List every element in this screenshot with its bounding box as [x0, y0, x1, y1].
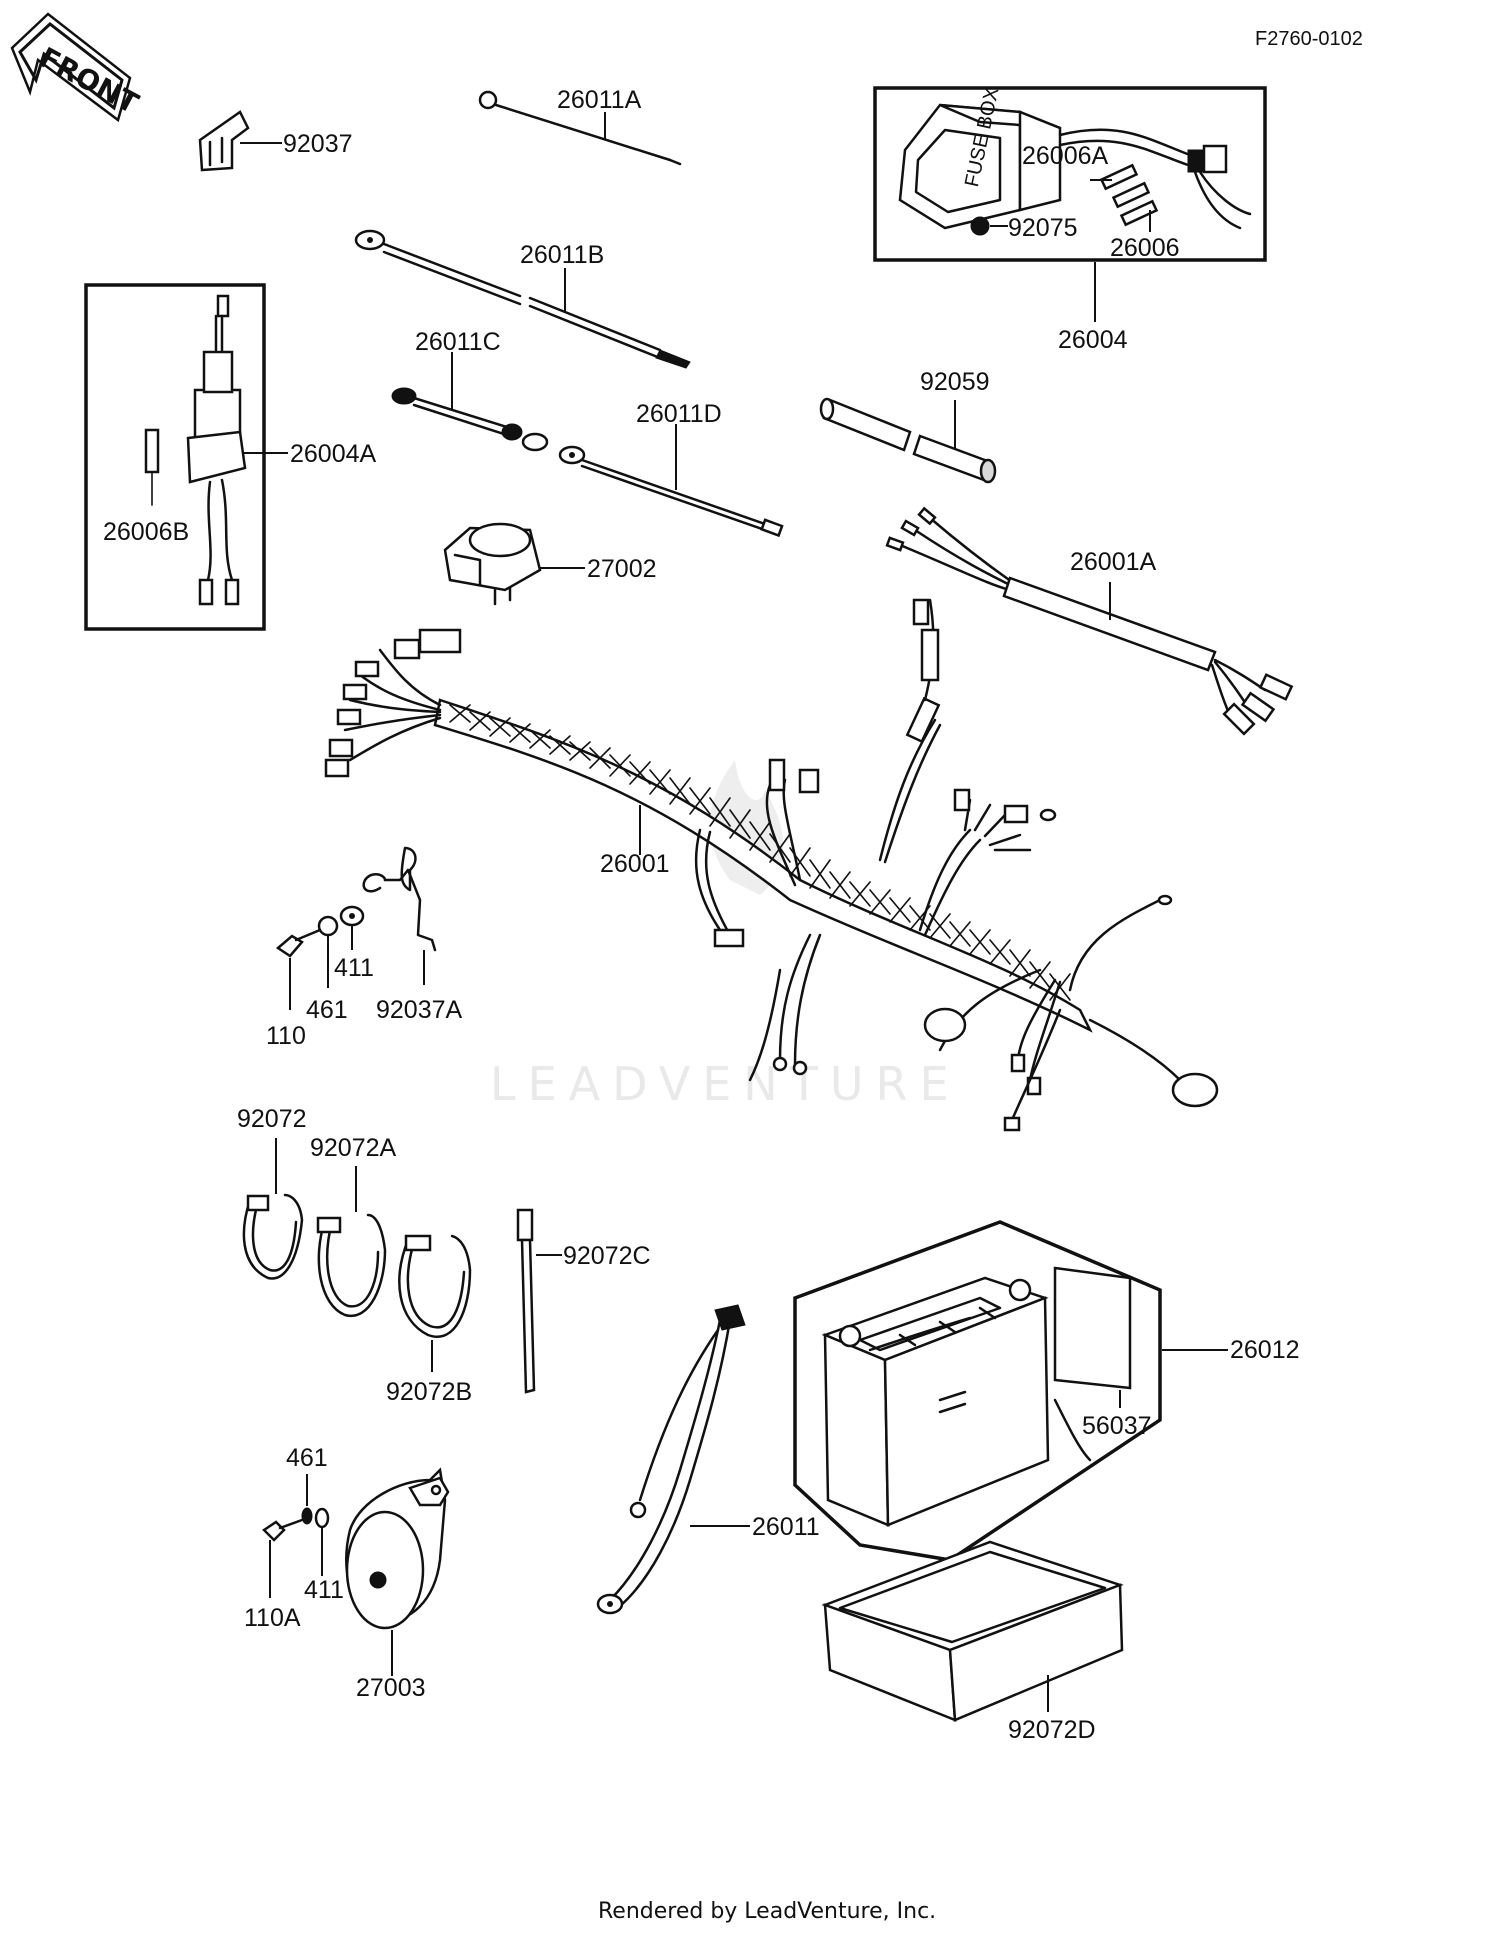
label-110a: 110A [244, 1604, 301, 1632]
relay-27002-part [443, 522, 585, 606]
label-92075: 92075 [1008, 214, 1078, 242]
lockwasher-461b-part [301, 1474, 313, 1525]
label-26011a: 26011A [557, 86, 642, 114]
bracket-92037a-part [362, 846, 437, 952]
label-411a: 411 [334, 954, 374, 982]
label-26011: 26011 [752, 1513, 820, 1541]
cable-26011d-part [558, 424, 784, 538]
label-26004a: 26004A [290, 440, 377, 468]
tube-92059-part [819, 397, 997, 484]
label-26006b: 26006B [103, 518, 189, 546]
clamp-92037-part [198, 110, 282, 172]
watermark: LEADVENTURE [490, 760, 961, 1111]
label-92072a: 92072A [310, 1134, 397, 1162]
cable-26011a-part [478, 90, 682, 166]
label-26011d: 26011D [636, 400, 722, 428]
label-92072: 92072 [237, 1105, 307, 1133]
cable-26011-part [596, 1304, 750, 1615]
battery-26012-assembly [793, 1220, 1228, 1562]
cable-26011b-part [354, 229, 691, 369]
fuse-26006a [1099, 163, 1159, 227]
sub-harness-26001a-part [885, 506, 1294, 736]
main-harness-26001-part [324, 598, 1219, 1132]
label-26011b: 26011B [520, 241, 604, 269]
label-92037a: 92037A [376, 996, 463, 1024]
label-26012: 26012 [1230, 1336, 1300, 1364]
label-27002: 27002 [587, 555, 657, 583]
label-26001a: 26001A [1070, 548, 1157, 576]
label-26001: 26001 [600, 850, 670, 878]
label-92037: 92037 [283, 130, 353, 158]
cable-26011c-part [391, 352, 549, 452]
label-26006a: 26006A [1022, 142, 1109, 170]
footer-credit: Rendered by LeadVenture, Inc. [598, 1899, 936, 1924]
bolt-110-part [275, 928, 322, 1010]
label-26011c: 26011C [415, 328, 501, 356]
label-110: 110 [266, 1022, 306, 1050]
strap-92072c-part [516, 1208, 562, 1394]
label-92072b: 92072B [386, 1378, 472, 1406]
washer-411-part [339, 905, 365, 950]
fuse-holder-26004a-assembly [84, 283, 288, 631]
lockwasher-461-part [317, 915, 339, 988]
washer-411b-part [314, 1507, 330, 1576]
watermark-text: LEADVENTURE [490, 1057, 961, 1111]
diagram-code: F2760-0102 [1255, 28, 1363, 50]
fuse-box-26004-assembly: FUSE BOX [873, 85, 1267, 322]
label-26006: 26006 [1110, 234, 1180, 262]
tray-92072d-part [821, 1540, 1124, 1722]
band-92072b-part [398, 1234, 472, 1372]
label-461b: 461 [286, 1444, 328, 1472]
label-411b: 411 [304, 1576, 344, 1604]
label-26004: 26004 [1058, 326, 1128, 354]
horn-27003-part [345, 1467, 450, 1676]
label-27003: 27003 [356, 1674, 426, 1702]
band-92072-part [242, 1138, 304, 1280]
label-461a: 461 [306, 996, 348, 1024]
label-56037: 56037 [1082, 1412, 1152, 1440]
label-92072d: 92072D [1008, 1716, 1096, 1744]
front-arrow-icon: FRONT [10, 12, 144, 123]
bolt-110a-part [262, 1518, 304, 1598]
label-92059: 92059 [920, 368, 990, 396]
band-92072a-part [316, 1166, 387, 1318]
label-92072c: 92072C [563, 1242, 651, 1270]
